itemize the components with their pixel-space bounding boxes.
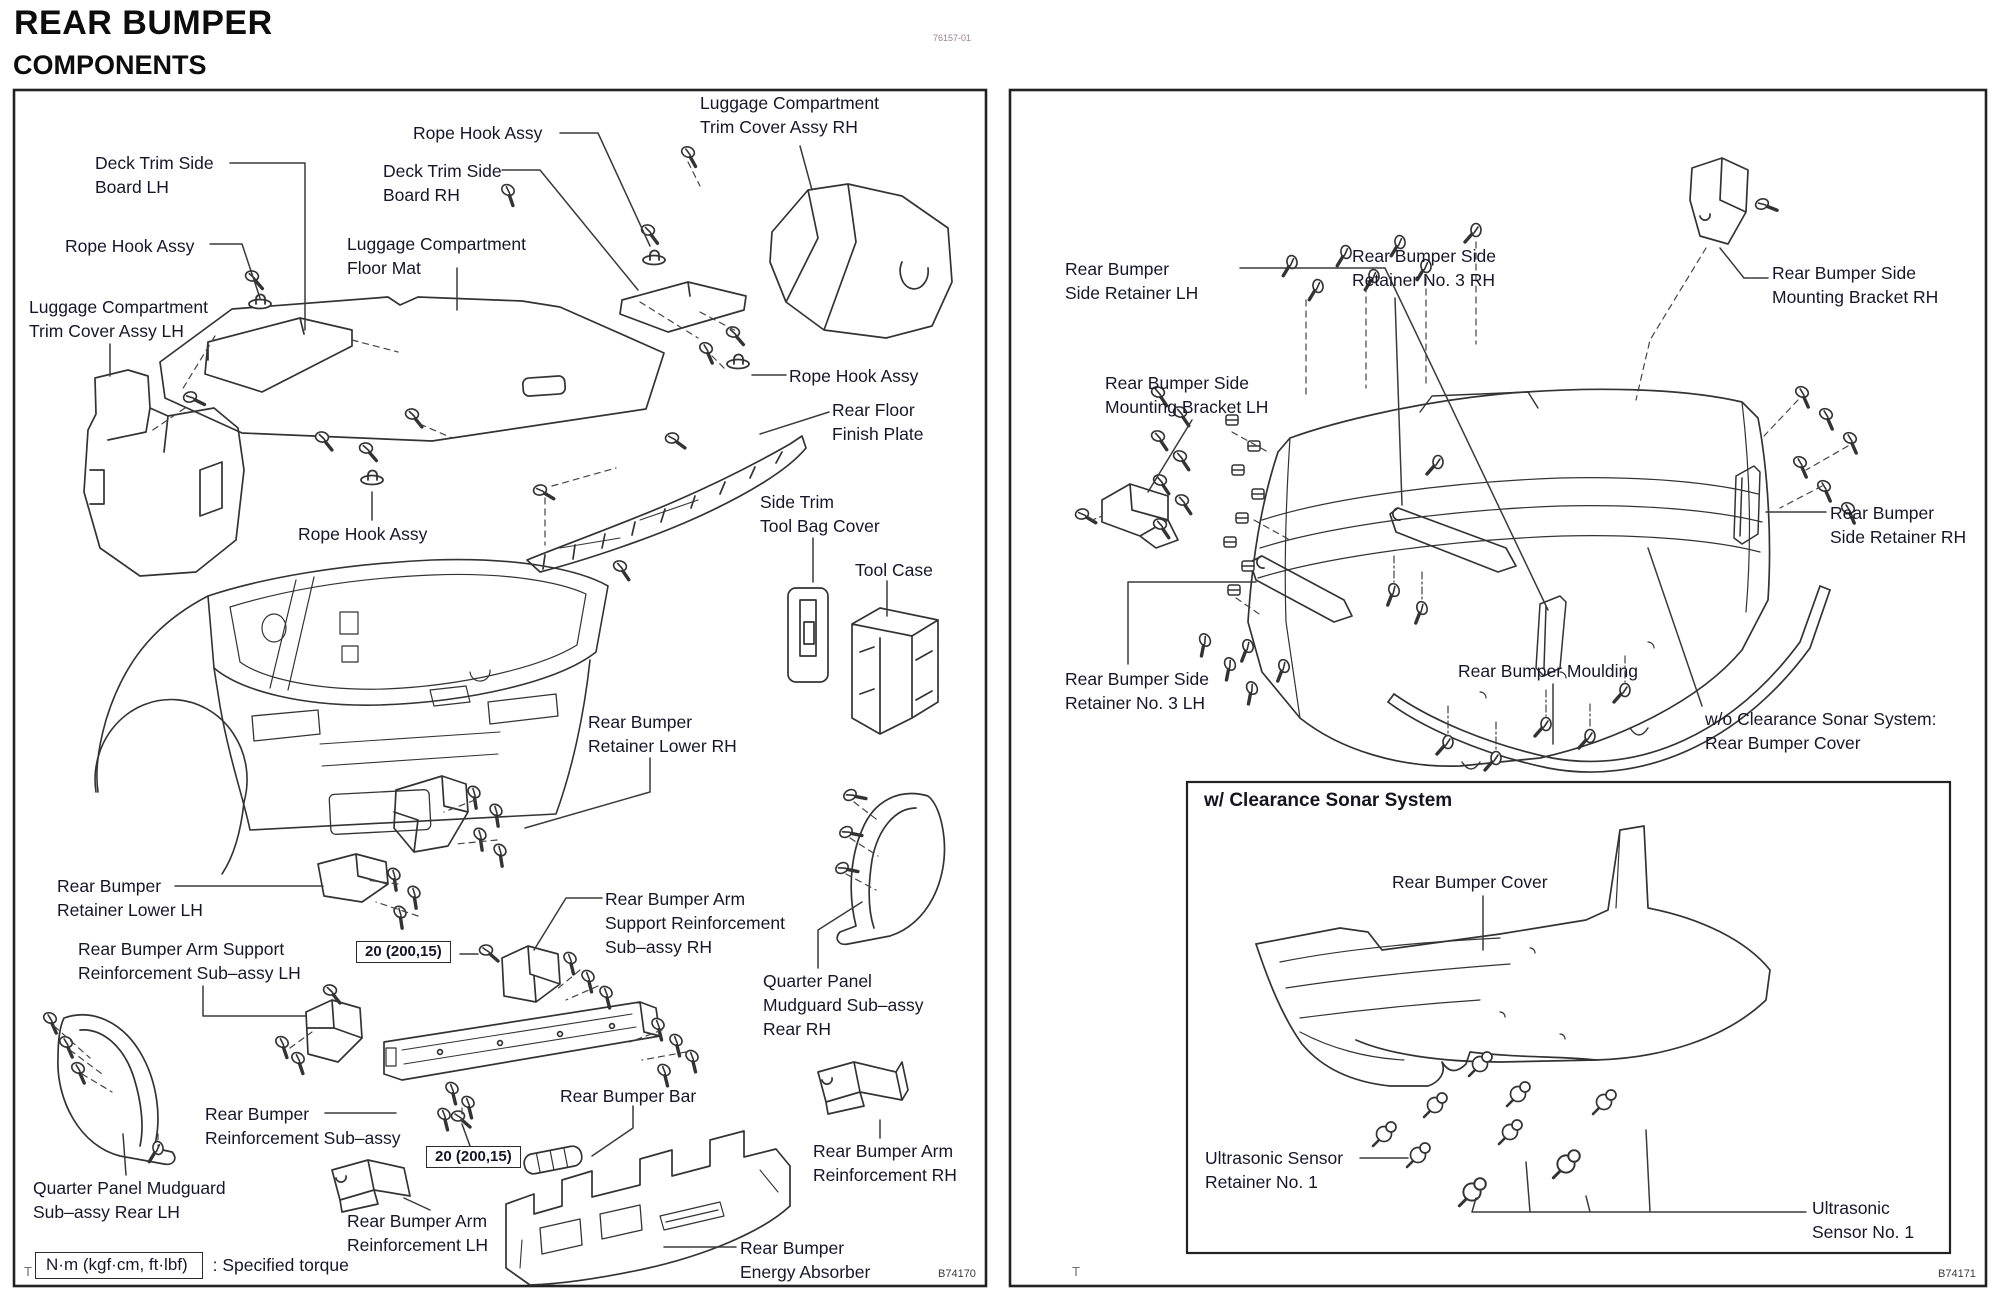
part-label-side-mounting-bracket-lh: Rear Bumper Side Mounting Bracket LH xyxy=(1105,373,1269,417)
floor-mat-illustration xyxy=(159,296,665,442)
trim-cover-rh-illustration xyxy=(769,183,953,339)
part-label-side-retainer-no3-lh: Rear Bumper Side Retainer No. 3 LH xyxy=(1065,669,1209,713)
torque-legend-description: : Specified torque xyxy=(212,1255,349,1275)
document-number: 76157-01 xyxy=(933,33,972,43)
part-label-rope-hook-assy-right: Rope Hook Assy xyxy=(789,366,919,386)
arm-support-rh-illustration xyxy=(501,945,561,1003)
torque-spec-box-1: 20 (200,15) xyxy=(356,941,451,963)
left-panel-art xyxy=(37,132,953,1286)
part-label-reinforcement-sub-assy: Rear Bumper Reinforcement Sub–assy xyxy=(205,1104,401,1148)
part-label-rope-hook-assy-left: Rope Hook Assy xyxy=(65,236,195,256)
part-label-luggage-trim-cover-rh: Luggage Compartment Trim Cover Assy RH xyxy=(700,93,879,137)
inset-title-clearance-sonar: w/ Clearance Sonar System xyxy=(1204,790,1453,811)
torque-spec-box-2: 20 (200,15) xyxy=(426,1146,521,1168)
part-label-deck-trim-side-board-rh: Deck Trim Side Board RH xyxy=(383,161,502,205)
reinforcement-beam-illustration xyxy=(383,1001,661,1081)
part-label-retainer-lower-rh: Rear Bumper Retainer Lower RH xyxy=(588,712,737,756)
part-label-side-retainer-rh: Rear Bumper Side Retainer RH xyxy=(1830,503,1967,547)
part-label-side-retainer-lh: Rear Bumper Side Retainer LH xyxy=(1065,259,1199,303)
left-figure-id: B74170 xyxy=(938,1268,976,1280)
page-subtitle: COMPONENTS xyxy=(13,50,207,80)
side-retainer-no3-lh-illustration xyxy=(1249,555,1353,623)
retainer-lower-lh-illustration xyxy=(317,853,389,903)
moulding-illustration xyxy=(1387,585,1831,773)
torque-legend: N·m (kgf·cm, ft·lbf) : Specified torque xyxy=(35,1252,349,1279)
deck-trim-board-rh-illustration xyxy=(619,281,747,333)
tool-case-illustration xyxy=(851,607,939,735)
part-label-luggage-trim-cover-lh: Luggage Compartment Trim Cover Assy LH xyxy=(29,297,208,341)
part-label-energy-absorber: Rear Bumper Energy Absorber xyxy=(740,1238,871,1282)
side-retainer-no3-rh-illustration xyxy=(1389,507,1517,573)
part-label-rope-hook-assy-center: Rope Hook Assy xyxy=(298,524,428,544)
side-retainer-rh-illustration xyxy=(1733,465,1761,545)
part-label-side-trim-tool-bag-cover: Side Trim Tool Bag Cover xyxy=(760,492,880,536)
finish-plate-illustration xyxy=(526,435,807,573)
part-label-retainer-lower-lh: Rear Bumper Retainer Lower LH xyxy=(57,876,203,920)
right-panel-t-mark: T xyxy=(1072,1264,1080,1279)
part-label-arm-support-reinforcement-rh: Rear Bumper Arm Support Reinforcement Su… xyxy=(605,889,785,957)
part-label-quarter-mudguard-rear-lh: Quarter Panel Mudguard Sub–assy Rear LH xyxy=(33,1178,226,1222)
deck-trim-board-lh-illustration xyxy=(204,317,353,393)
left-leader-lines xyxy=(109,132,888,1248)
arm-support-lh-illustration xyxy=(305,999,363,1063)
part-label-ultrasonic-sensor-no1: Ultrasonic Sensor No. 1 xyxy=(1812,1198,1915,1242)
torque-unit-box: N·m (kgf·cm, ft·lbf) xyxy=(35,1252,203,1279)
arm-reinforcement-rh-illustration xyxy=(817,1061,909,1115)
mudguard-rh-illustration xyxy=(836,792,946,946)
right-leader-lines xyxy=(1127,247,1827,1213)
part-label-rear-bumper-bar: Rear Bumper Bar xyxy=(560,1086,697,1106)
part-label-ultrasonic-sensor-retainer-no1: Ultrasonic Sensor Retainer No. 1 xyxy=(1205,1148,1344,1192)
left-panel-t-mark: T xyxy=(24,1264,32,1279)
inset-bumper-illustration xyxy=(1255,825,1771,1087)
part-label-rear-bumper-moulding: Rear Bumper Moulding xyxy=(1458,661,1638,681)
left-dashed-lines xyxy=(53,161,881,1147)
mudguard-lh-illustration xyxy=(57,1013,176,1166)
part-label-tool-case: Tool Case xyxy=(855,560,933,580)
part-label-arm-reinforcement-rh: Rear Bumper Arm Reinforcement RH xyxy=(813,1141,957,1185)
side-retainer-lh-illustration xyxy=(1535,595,1567,677)
mounting-bracket-rh-illustration xyxy=(1689,157,1749,245)
mounting-bracket-lh-illustration xyxy=(1101,483,1179,549)
panel-frames xyxy=(12,88,1988,1288)
part-label-rear-floor-finish-plate: Rear Floor Finish Plate xyxy=(832,400,924,444)
part-label-luggage-floor-mat: Luggage Compartment Floor Mat xyxy=(347,234,526,278)
arm-reinforcement-lh-illustration xyxy=(331,1159,411,1213)
part-label-rope-hook-assy-top: Rope Hook Assy xyxy=(413,123,543,143)
part-label-deck-trim-side-board-lh: Deck Trim Side Board LH xyxy=(95,153,214,197)
right-dashed-lines xyxy=(1091,241,1849,751)
part-label-side-retainer-no3-rh: Rear Bumper Side Retainer No. 3 RH xyxy=(1352,246,1496,290)
main-bumper-illustration xyxy=(1247,388,1771,770)
car-body-illustration xyxy=(94,558,609,875)
part-label-rear-bumper-cover: Rear Bumper Cover xyxy=(1392,872,1548,892)
part-label-quarter-mudguard-rear-rh: Quarter Panel Mudguard Sub–assy Rear RH xyxy=(763,971,924,1039)
retainer-lower-rh-illustration xyxy=(393,775,469,853)
rear-bumper-bar-illustration xyxy=(523,1145,583,1175)
page-title: REAR BUMPER xyxy=(14,4,273,42)
part-label-side-mounting-bracket-rh: Rear Bumper Side Mounting Bracket RH xyxy=(1772,263,1939,307)
right-panel-art xyxy=(1073,157,1865,1213)
tool-bag-cover-illustration xyxy=(787,587,829,683)
right-figure-id: B74171 xyxy=(1938,1268,1976,1280)
part-label-arm-support-reinforcement-lh: Rear Bumper Arm Support Reinforcement Su… xyxy=(78,939,301,983)
trim-cover-lh-illustration xyxy=(83,369,245,577)
energy-absorber-illustration xyxy=(505,1130,791,1286)
part-label-arm-reinforcement-lh: Rear Bumper Arm Reinforcement LH xyxy=(347,1211,489,1255)
part-label-wo-clearance-sonar-cover: w/o Clearance Sonar System: Rear Bumper … xyxy=(1705,709,1937,753)
